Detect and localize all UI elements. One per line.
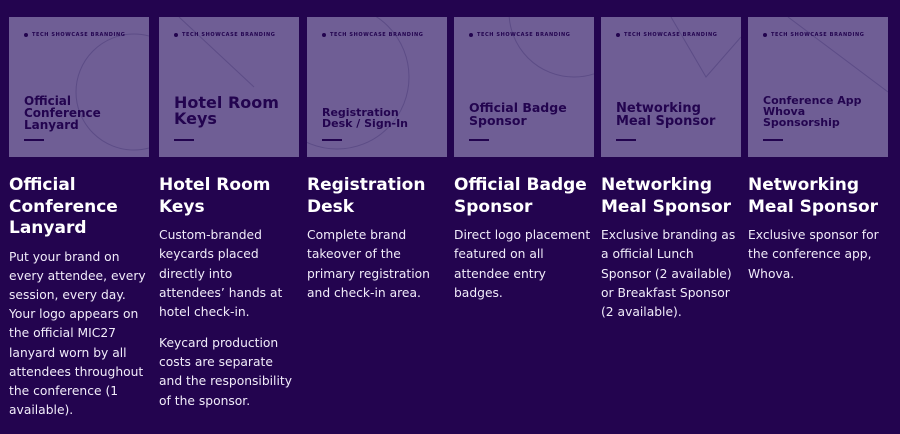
description-paragraph: Exclusive sponsor for the conference app…	[748, 228, 879, 281]
card-title: Hotel Room Keys	[159, 175, 271, 217]
sponsor-card-meal[interactable]: TECH SHOWCASE BRANDING Networking Meal S…	[601, 17, 741, 334]
description-paragraph: Put your brand on every attendee, every …	[9, 249, 146, 418]
bullet-dot-icon	[24, 32, 28, 37]
brand-label: TECH SHOWCASE BRANDING	[322, 32, 423, 38]
title-underline	[24, 139, 44, 141]
card-description: Exclusive sponsor for the conference app…	[748, 226, 888, 284]
bullet-dot-icon	[469, 32, 473, 37]
thumbnail-decoration	[307, 17, 410, 150]
title-underline	[322, 139, 342, 141]
title-underline	[174, 139, 194, 141]
description-paragraph: Exclusive branding as a official Lunch S…	[601, 228, 736, 319]
card-description: Direct logo placement featured on all at…	[454, 226, 594, 303]
thumbnail-title: Hotel Room Keys	[174, 93, 279, 128]
thumbnail-title: Registration Desk / Sign-In	[322, 106, 409, 130]
card-thumbnail: TECH SHOWCASE BRANDING Official Badge Sp…	[454, 17, 594, 157]
card-description: Complete brand takeover of the primary r…	[307, 226, 447, 303]
title-underline	[763, 139, 783, 141]
bullet-dot-icon	[322, 32, 326, 37]
sponsor-card-lanyard[interactable]: TECH SHOWCASE BRANDING Official Conferen…	[9, 17, 149, 432]
sponsor-card-badge[interactable]: TECH SHOWCASE BRANDING Official Badge Sp…	[454, 17, 594, 315]
thumbnail-title: Conference App Whova Sponsorship	[763, 94, 862, 129]
description-paragraph: Custom-branded keycards placed directly …	[159, 228, 283, 319]
sponsor-card-app[interactable]: TECH SHOWCASE BRANDING Conference App Wh…	[748, 17, 888, 296]
card-title: Networking Meal Sponsor	[601, 175, 732, 217]
card-title: Official Badge Sponsor	[454, 175, 587, 217]
thumbnail-decoration	[670, 17, 741, 78]
card-thumbnail: TECH SHOWCASE BRANDING Conference App Wh…	[748, 17, 888, 157]
card-thumbnail: TECH SHOWCASE BRANDING Hotel Room Keys	[159, 17, 299, 157]
card-thumbnail: TECH SHOWCASE BRANDING Official Conferen…	[9, 17, 149, 157]
thumbnail-decoration	[75, 33, 149, 151]
brand-label: TECH SHOWCASE BRANDING	[616, 32, 717, 38]
title-underline	[469, 139, 489, 141]
thumbnail-decoration	[787, 17, 888, 93]
description-paragraph: Direct logo placement featured on all at…	[454, 228, 591, 300]
card-title: Registration Desk	[307, 175, 426, 217]
brand-label: TECH SHOWCASE BRANDING	[174, 32, 275, 38]
thumbnail-title: Networking Meal Sponsor	[616, 101, 716, 129]
sponsor-card-registration[interactable]: TECH SHOWCASE BRANDING Registration Desk…	[307, 17, 447, 315]
title-underline	[616, 139, 636, 141]
description-paragraph: Complete brand takeover of the primary r…	[307, 228, 430, 300]
thumbnail-title: Official Badge Sponsor	[469, 100, 567, 128]
card-title: Networking Meal Sponsor	[748, 175, 879, 217]
sponsor-card-hotel-keys[interactable]: TECH SHOWCASE BRANDING Hotel Room Keys H…	[159, 17, 299, 423]
brand-label: TECH SHOWCASE BRANDING	[469, 32, 570, 38]
thumbnail-decoration	[508, 17, 594, 78]
card-description: Custom-branded keycards placed directly …	[159, 226, 299, 411]
brand-label: TECH SHOWCASE BRANDING	[24, 32, 125, 38]
thumbnail-title: Official Conference Lanyard	[24, 94, 101, 132]
card-description: Exclusive branding as a official Lunch S…	[601, 226, 741, 322]
bullet-dot-icon	[763, 32, 767, 37]
brand-label: TECH SHOWCASE BRANDING	[763, 32, 864, 38]
bullet-dot-icon	[616, 32, 620, 37]
card-title: Official Conference Lanyard	[9, 175, 118, 239]
card-thumbnail: TECH SHOWCASE BRANDING Networking Meal S…	[601, 17, 741, 157]
bullet-dot-icon	[174, 32, 178, 37]
card-description: Put your brand on every attendee, every …	[9, 248, 149, 421]
card-thumbnail: TECH SHOWCASE BRANDING Registration Desk…	[307, 17, 447, 157]
thumbnail-decoration	[178, 17, 255, 88]
description-paragraph: Keycard production costs are separate an…	[159, 336, 292, 408]
